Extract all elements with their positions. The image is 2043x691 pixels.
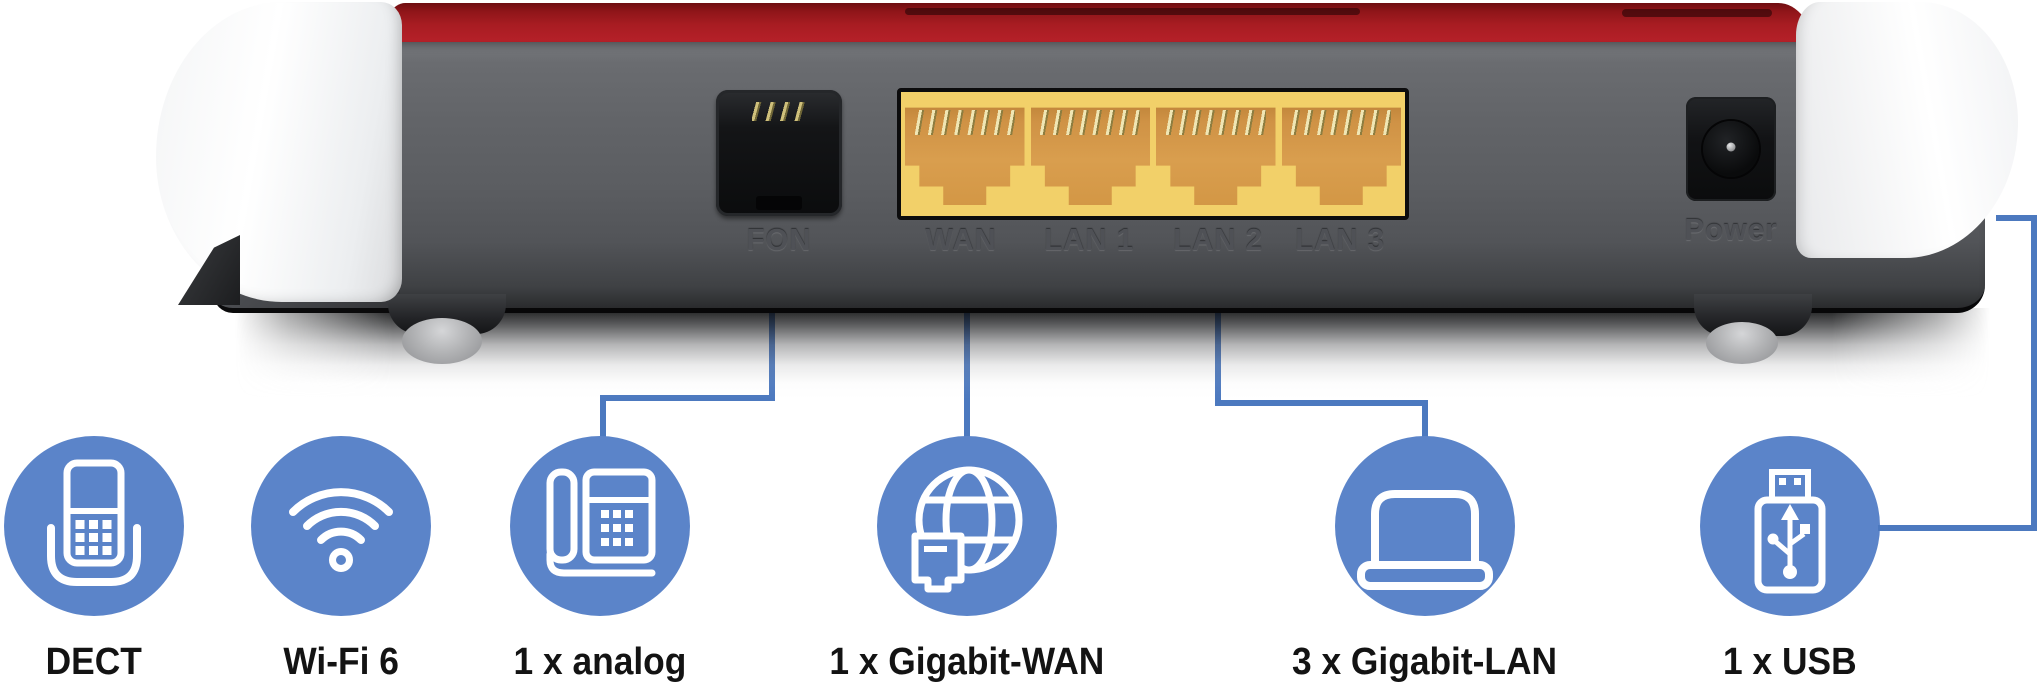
feature-circle bbox=[1700, 436, 1880, 616]
desk-phone-icon bbox=[546, 468, 656, 577]
fon-port-pins bbox=[752, 102, 808, 121]
router-foot bbox=[402, 318, 482, 364]
wan-rj45-port bbox=[905, 96, 1025, 212]
port-label-power: Power bbox=[1684, 212, 1778, 247]
dc-jack-pin bbox=[1726, 142, 1736, 152]
feature-wifi6: Wi-Fi 6 bbox=[171, 436, 511, 682]
laptop-icon bbox=[1357, 490, 1493, 590]
router-foot bbox=[1706, 322, 1778, 364]
callout-line-usb bbox=[1878, 525, 2037, 531]
port-label-fon: FON bbox=[746, 222, 812, 257]
feature-circle bbox=[877, 436, 1057, 616]
globe-network-icon bbox=[911, 466, 1023, 593]
feature-gigabit-wan: 1 x Gigabit-WAN bbox=[797, 436, 1137, 682]
callout-line-lan bbox=[1215, 400, 1428, 406]
feature-circle bbox=[251, 436, 431, 616]
lan2-rj45-port bbox=[1156, 96, 1276, 212]
port-label-wan: WAN bbox=[925, 222, 997, 257]
feature-label: 3 x Gigabit-LAN bbox=[1292, 641, 1558, 683]
callout-line-fon bbox=[600, 395, 606, 440]
feature-label: DECT bbox=[45, 641, 143, 683]
feature-circle bbox=[1335, 436, 1515, 616]
port-label-lan1: LAN 1 bbox=[1044, 222, 1134, 257]
feature-label: 1 x Gigabit-WAN bbox=[829, 641, 1105, 683]
feature-label: 1 x analog bbox=[513, 641, 687, 683]
feature-label: 1 x USB bbox=[1723, 641, 1857, 683]
right-end-cap bbox=[1796, 2, 2018, 258]
left-end-cap bbox=[156, 2, 402, 302]
device-shadow bbox=[235, 308, 1990, 400]
feature-gigabit-lan: 3 x Gigabit-LAN bbox=[1255, 436, 1595, 682]
feature-circle bbox=[4, 436, 184, 616]
wifi-signal-icon bbox=[289, 488, 393, 572]
feature-usb: 1 x USB bbox=[1620, 436, 1960, 682]
fon-port bbox=[716, 90, 842, 216]
cordless-phone-icon bbox=[47, 459, 141, 586]
port-label-lan2: LAN 2 bbox=[1173, 222, 1263, 257]
callout-line-usb bbox=[1996, 215, 2037, 221]
feature-analog: 1 x analog bbox=[430, 436, 770, 682]
dc-jack bbox=[1703, 121, 1759, 177]
lan3-rj45-port bbox=[1281, 96, 1401, 212]
usb-stick-icon bbox=[1754, 469, 1826, 594]
callout-line-usb bbox=[2031, 215, 2037, 531]
power-port bbox=[1686, 97, 1776, 201]
vent-slot bbox=[905, 8, 1360, 15]
lan1-rj45-port bbox=[1030, 96, 1150, 212]
feature-circle bbox=[510, 436, 690, 616]
feature-label: Wi-Fi 6 bbox=[283, 641, 399, 683]
vent-slot bbox=[1622, 9, 1772, 17]
callout-line-lan bbox=[1422, 400, 1428, 440]
port-label-lan3: LAN 3 bbox=[1295, 222, 1385, 257]
feature-dect: DECT bbox=[0, 436, 264, 682]
fon-port-latch bbox=[756, 196, 802, 210]
ethernet-port-block bbox=[897, 88, 1409, 220]
